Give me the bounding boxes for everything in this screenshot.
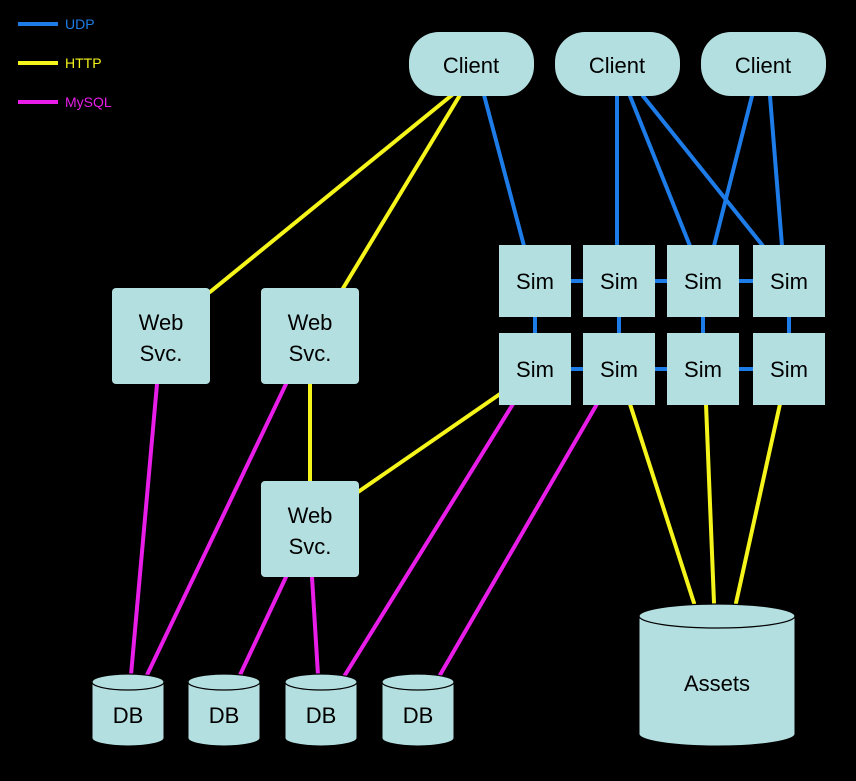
http-link xyxy=(704,402,716,605)
web-service-label-line2: Svc. xyxy=(289,341,332,366)
udp-link xyxy=(712,94,754,248)
client-node: Client xyxy=(701,32,826,96)
database-node: DB xyxy=(381,673,455,747)
web-service-label-line2: Svc. xyxy=(289,534,332,559)
assets-label: Assets xyxy=(684,671,750,696)
http-connections xyxy=(208,93,782,605)
mysql-link xyxy=(310,575,320,677)
web-service-label-line2: Svc. xyxy=(140,341,183,366)
legend-udp-label: UDP xyxy=(65,16,95,32)
sim-node: Sim xyxy=(499,245,571,317)
web-service-label-line1: Web xyxy=(288,310,333,335)
sim-node: Sim xyxy=(499,333,571,405)
assets-node: Assets xyxy=(638,603,796,747)
sim-label: Sim xyxy=(684,357,722,382)
http-link xyxy=(734,402,782,605)
database-label: DB xyxy=(403,703,434,728)
legend-http-label: HTTP xyxy=(65,55,102,71)
client-node: Client xyxy=(409,32,534,96)
udp-link xyxy=(628,94,692,248)
mysql-link xyxy=(438,402,599,677)
client-label: Client xyxy=(589,53,645,78)
mysql-link xyxy=(238,575,288,677)
mysql-link xyxy=(343,402,515,677)
sim-node: Sim xyxy=(583,333,655,405)
legend: UDP HTTP MySQL xyxy=(18,16,112,110)
http-link xyxy=(356,392,502,494)
web-service-label-line1: Web xyxy=(139,310,184,335)
sim-label: Sim xyxy=(684,269,722,294)
legend-mysql-label: MySQL xyxy=(65,94,112,110)
http-link xyxy=(208,93,454,294)
web-service-node: Web Svc. xyxy=(261,288,359,384)
sim-label: Sim xyxy=(770,269,808,294)
http-link xyxy=(340,93,462,292)
mysql-link xyxy=(145,382,288,677)
udp-link xyxy=(768,94,784,248)
sim-label: Sim xyxy=(600,357,638,382)
client-label: Client xyxy=(735,53,791,78)
client-node: Client xyxy=(555,32,680,96)
client-label: Client xyxy=(443,53,499,78)
udp-link xyxy=(482,93,526,248)
web-service-node: Web Svc. xyxy=(112,288,210,384)
sim-node: Sim xyxy=(583,245,655,317)
database-label: DB xyxy=(209,703,240,728)
mysql-connections xyxy=(129,382,599,677)
sim-node: Sim xyxy=(753,333,825,405)
database-label: DB xyxy=(113,703,144,728)
mysql-link xyxy=(129,382,159,677)
udp-connections xyxy=(482,93,791,371)
http-link xyxy=(628,402,696,605)
database-label: DB xyxy=(306,703,337,728)
udp-link xyxy=(641,94,765,248)
sim-node: Sim xyxy=(667,333,739,405)
sim-node: Sim xyxy=(667,245,739,317)
sim-label: Sim xyxy=(770,357,808,382)
database-node: DB xyxy=(91,673,165,747)
sim-node: Sim xyxy=(753,245,825,317)
database-node: DB xyxy=(284,673,358,747)
web-service-node: Web Svc. xyxy=(261,481,359,577)
sim-label: Sim xyxy=(516,357,554,382)
sim-label: Sim xyxy=(600,269,638,294)
web-service-label-line1: Web xyxy=(288,503,333,528)
sim-label: Sim xyxy=(516,269,554,294)
database-node: DB xyxy=(187,673,261,747)
